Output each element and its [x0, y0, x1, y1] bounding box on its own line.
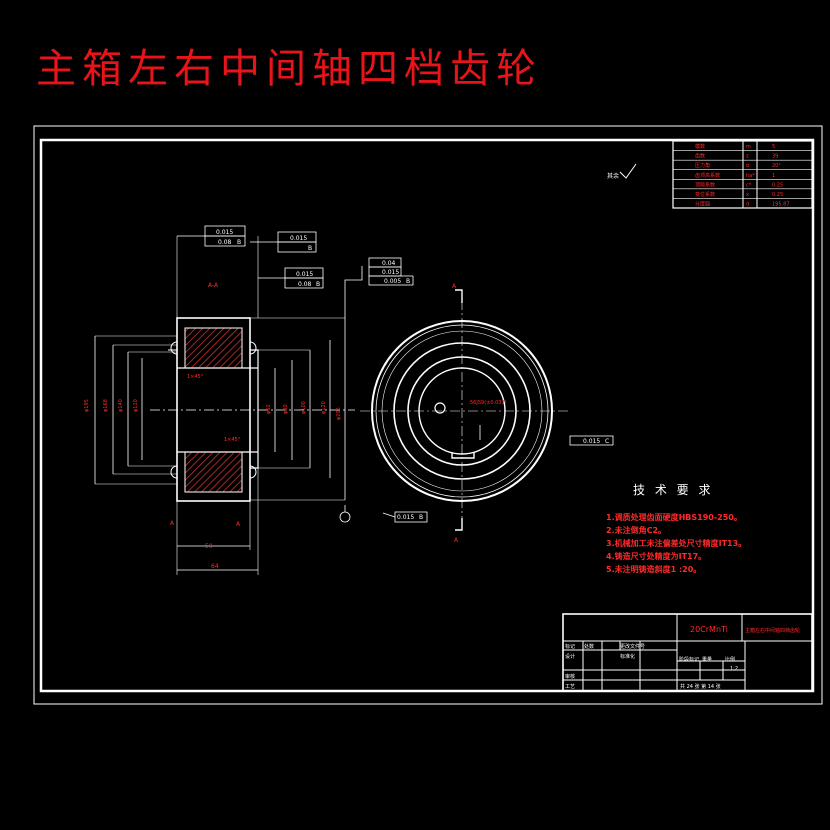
svg-text:0.015: 0.015 — [216, 229, 233, 236]
svg-text:B: B — [308, 245, 312, 252]
title-block-text: 20CrMnTi 主箱左右中间轴四档齿轮 标记 处数 更改文件号 设计 标准化 … — [565, 625, 800, 690]
svg-text:0.015: 0.015 — [290, 235, 307, 242]
gear-param-name: 模数 — [695, 143, 705, 150]
tech-requirement-item: 3.机械加工未注偏差处尺寸精度IT13。 — [606, 538, 746, 548]
svg-text:φ100: φ100 — [301, 401, 307, 414]
svg-text:A: A — [452, 283, 457, 290]
svg-text:重量: 重量 — [702, 656, 712, 663]
svg-text:56JS9(±0.037): 56JS9(±0.037) — [470, 400, 507, 406]
svg-text:A: A — [170, 520, 175, 527]
sheet-outer-frame — [33, 125, 823, 705]
gear-param-symbol: α — [746, 163, 750, 169]
tech-requirements: 技 术 要 求 1.调质处理齿面硬度HBS190-250。 2.未注倒角C2。 3.… — [606, 483, 746, 574]
gear-param-value: 195.87 — [772, 201, 790, 207]
svg-text:64: 64 — [211, 563, 219, 570]
svg-text:0.015: 0.015 — [382, 269, 399, 276]
svg-text:处数: 处数 — [584, 643, 594, 650]
gear-param-value: 0.25 — [772, 182, 783, 188]
gear-param-symbol: ha* — [746, 173, 755, 179]
gear-param-symbol: x — [746, 192, 749, 198]
svg-text:0.08: 0.08 — [298, 281, 312, 288]
svg-text:0.015: 0.015 — [296, 271, 313, 278]
section-view-labels: A-A 50 64 φ195 φ168 φ140 φ110 φ62 φ80 φ1… — [84, 282, 342, 570]
svg-text:0.04: 0.04 — [382, 260, 396, 267]
svg-text:A: A — [454, 537, 459, 544]
tolerance-values: 0.015 0.08 B 0.015 B 0.015 0.08 B 0.04 0… — [216, 229, 609, 521]
gear-param-value: 0.25 — [772, 192, 783, 198]
gear-param-symbol: c* — [746, 182, 752, 188]
page-title: 主箱左右中间轴四档齿轮 — [36, 46, 542, 92]
title-block — [562, 613, 813, 692]
gear-param-name: 压力角 — [695, 162, 710, 169]
gear-parameter-table: 模数 m 5 齿数 z 39 压力角 α 20° 齿顶高系数 ha* 1 顶隙系数 c* 0.25 变位系数 x… — [672, 140, 813, 209]
tech-requirement-item: 4.铸造尺寸处精度为IT17。 — [606, 551, 706, 561]
tolerance-frames — [204, 225, 614, 523]
svg-text:φ195: φ195 — [84, 399, 90, 412]
svg-text:φ62: φ62 — [266, 404, 272, 414]
svg-text:更改文件号: 更改文件号 — [620, 643, 645, 650]
roughness-rest-symbol: 其余 — [607, 163, 637, 180]
tech-requirement-item: 2.未注倒角C2。 — [606, 525, 666, 535]
svg-text:1×45°: 1×45° — [187, 374, 204, 380]
svg-text:A: A — [236, 521, 241, 528]
gear-param-name: 变位系数 — [695, 191, 715, 198]
svg-text:审核: 审核 — [565, 673, 575, 680]
front-view — [360, 289, 568, 531]
gear-param-value: 5 — [772, 144, 775, 150]
svg-text:φ140: φ140 — [118, 399, 124, 412]
gear-param-value: 20° — [772, 163, 781, 169]
material-label: 20CrMnTi — [690, 625, 728, 634]
front-view-labels: A A 56JS9(±0.037) — [452, 283, 507, 544]
svg-text:C: C — [605, 438, 609, 445]
gear-param-name: 顶隙系数 — [695, 181, 715, 188]
tech-requirement-item: 5.未注明铸造斜度1 :20。 — [606, 564, 701, 574]
svg-text:φ120: φ120 — [321, 401, 327, 414]
svg-text:φ110: φ110 — [133, 399, 139, 412]
svg-text:A-A: A-A — [208, 282, 219, 289]
svg-text:共 24 张 第 14 张: 共 24 张 第 14 张 — [680, 683, 721, 690]
tech-requirements-heading: 技 术 要 求 — [633, 483, 713, 497]
svg-text:标准化: 标准化 — [620, 653, 635, 660]
gear-param-symbol: m — [746, 144, 751, 150]
svg-text:φ168: φ168 — [103, 399, 109, 412]
section-view — [94, 235, 363, 575]
svg-text:0.015: 0.015 — [583, 438, 600, 445]
svg-text:B: B — [237, 239, 241, 246]
svg-text:工艺: 工艺 — [565, 684, 575, 690]
gear-param-symbol: z — [746, 154, 749, 160]
svg-text:B: B — [406, 278, 410, 285]
gear-param-name: 齿数 — [695, 153, 705, 160]
part-name-label: 主箱左右中间轴四档齿轮 — [745, 627, 800, 634]
svg-text:0.005: 0.005 — [384, 278, 401, 285]
sheet-inner-frame — [39, 138, 815, 693]
gear-param-value: 1 — [772, 173, 775, 179]
svg-text:50: 50 — [205, 543, 213, 550]
svg-text:其余: 其余 — [607, 172, 619, 180]
gear-param-value: 39 — [772, 154, 778, 160]
svg-text:φ80: φ80 — [283, 404, 289, 414]
svg-text:B: B — [419, 514, 423, 521]
svg-text:B: B — [316, 281, 320, 288]
tech-requirement-item: 1.调质处理齿面硬度HBS190-250。 — [606, 512, 742, 522]
svg-text:0.015: 0.015 — [397, 514, 414, 521]
svg-text:标记: 标记 — [565, 643, 575, 650]
svg-text:0.08: 0.08 — [218, 239, 232, 246]
gear-param-name: 齿顶高系数 — [695, 172, 720, 179]
svg-text:1:2: 1:2 — [730, 666, 738, 672]
gear-param-name: 分度圆 — [695, 200, 710, 207]
gear-param-symbol: d — [746, 201, 749, 207]
svg-text:设计: 设计 — [565, 653, 575, 660]
svg-text:φ205: φ205 — [336, 407, 342, 420]
svg-text:比例: 比例 — [725, 656, 735, 663]
svg-text:阶段标记: 阶段标记 — [679, 656, 699, 663]
svg-text:1×45°: 1×45° — [224, 437, 241, 443]
